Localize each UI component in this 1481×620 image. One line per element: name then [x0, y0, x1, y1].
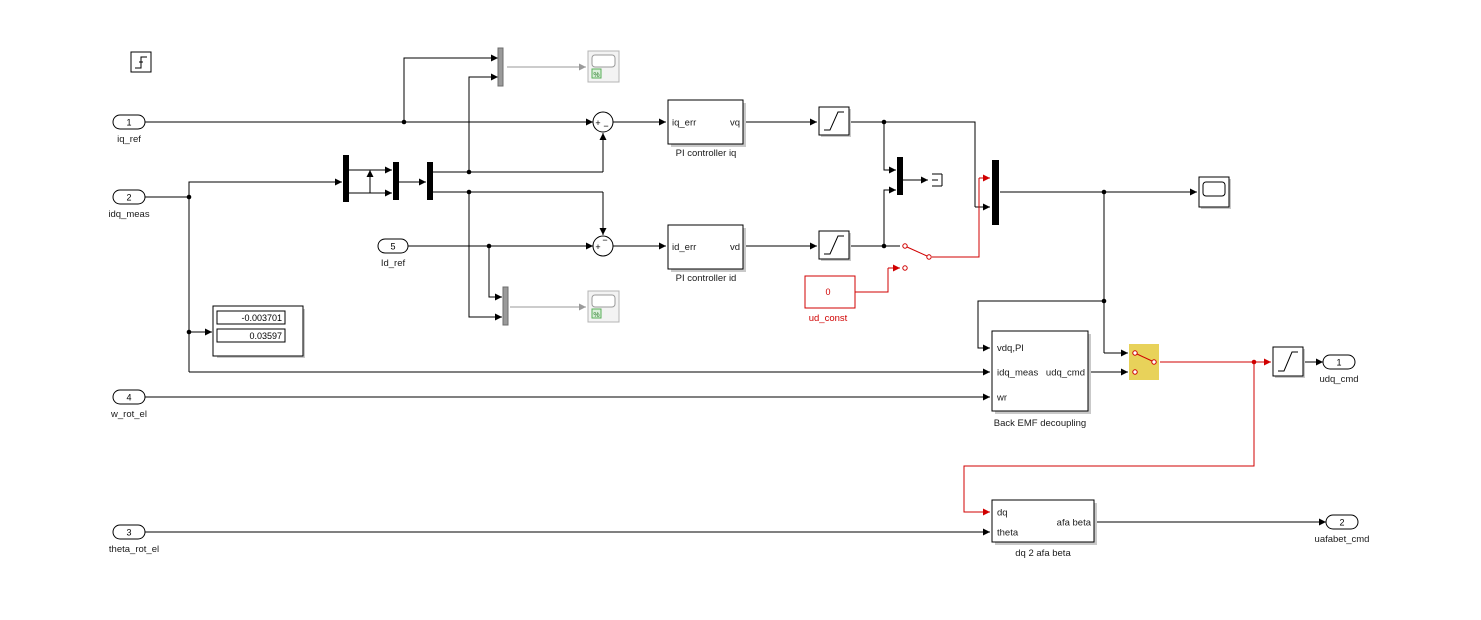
port-label-in-1: dq: [997, 508, 1008, 519]
demux-idq[interactable]: [343, 155, 349, 202]
inactive-signal-lines: [507, 63, 586, 311]
mux-vdq-main[interactable]: [992, 160, 999, 225]
sum-sign-plus: +: [595, 242, 600, 252]
port-label-in: id_err: [672, 242, 696, 253]
manual-switch-vd[interactable]: [902, 243, 932, 271]
port-label-in: iq_err: [672, 118, 696, 129]
mux-iq-scope[interactable]: [497, 47, 504, 87]
mux-vdq[interactable]: [897, 157, 903, 195]
display-value-2: 0.03597: [249, 331, 282, 341]
display-value-1: -0.003701: [241, 313, 282, 323]
saturation-id[interactable]: [818, 230, 851, 261]
inport-label: idq_meas: [108, 209, 149, 220]
constant-value: 0: [825, 287, 830, 297]
inport-label: iq_ref: [117, 134, 141, 145]
scope-vdq[interactable]: [1198, 176, 1231, 209]
block-label: dq 2 afa beta: [1015, 548, 1071, 559]
svg-text:%: %: [593, 312, 599, 319]
inport-iq-ref[interactable]: 1 iq_ref: [112, 114, 146, 145]
junction-dots: [186, 119, 1257, 365]
step-source-block[interactable]: [130, 51, 152, 73]
constant-label: ud_const: [809, 313, 848, 324]
block-label: PI controller id: [676, 273, 737, 284]
inport-number: 1: [126, 118, 131, 128]
port-label-in-2: theta: [997, 528, 1019, 539]
saturation-udq[interactable]: [1272, 346, 1305, 378]
terminator-block[interactable]: [932, 173, 943, 187]
outport-uafabet-cmd[interactable]: 2 uafabet_cmd: [1315, 514, 1370, 545]
dq-to-alpha-beta-block[interactable]: dq theta afa beta dq 2 afa beta: [991, 499, 1097, 559]
port-label-out: vd: [730, 242, 740, 253]
inport-theta-rot-el[interactable]: 3 theta_rot_el: [109, 524, 159, 555]
svg-text:%: %: [593, 72, 599, 79]
constant-ud-const[interactable]: 0 ud_const: [804, 275, 856, 324]
sum-iq[interactable]: + −: [592, 111, 614, 133]
port-label-in-1: vdq,PI: [997, 343, 1024, 354]
port-label-in-3: wr: [996, 393, 1007, 404]
pi-controller-id-block[interactable]: id_err vd PI controller id: [667, 224, 746, 284]
inport-number: 2: [126, 193, 131, 203]
inport-label: Id_ref: [381, 258, 406, 269]
outport-label: udq_cmd: [1319, 374, 1358, 385]
inport-label: w_rot_el: [110, 409, 147, 420]
mux-bars: [343, 47, 999, 326]
scope-iq[interactable]: %: [587, 50, 620, 83]
inport-label: theta_rot_el: [109, 544, 159, 555]
highlighted-signal-lines: [855, 174, 1271, 516]
outport-udq-cmd[interactable]: 1 udq_cmd: [1319, 354, 1359, 385]
outport-number: 2: [1339, 518, 1344, 528]
pi-controller-iq-block[interactable]: iq_err vq PI controller iq: [667, 99, 746, 159]
signal-lines: [145, 54, 1326, 536]
sum-id[interactable]: + −: [592, 235, 614, 257]
outport-label: uafabet_cmd: [1315, 534, 1370, 545]
port-label-out: afa beta: [1057, 518, 1092, 529]
back-emf-decoupling-block[interactable]: vdq,PI idq_meas wr udq_cmd Back EMF deco…: [991, 330, 1091, 429]
inport-id-ref[interactable]: 5 Id_ref: [377, 238, 409, 269]
sum-sign-minus: −: [603, 121, 608, 131]
inport-number: 5: [390, 242, 395, 252]
port-label-out: udq_cmd: [1046, 368, 1085, 379]
mux-idq-a[interactable]: [393, 162, 399, 200]
demux-idq-b[interactable]: [427, 162, 433, 200]
port-label-out: vq: [730, 118, 740, 129]
outport-number: 1: [1336, 358, 1341, 368]
sum-sign-minus: −: [602, 235, 607, 245]
sum-sign-plus: +: [595, 118, 600, 128]
inport-idq-meas[interactable]: 2 idq_meas: [108, 189, 150, 220]
inport-w-rot-el[interactable]: 4 w_rot_el: [110, 389, 147, 420]
scope-id[interactable]: %: [587, 290, 620, 323]
display-block[interactable]: -0.003701 0.03597: [212, 305, 305, 358]
port-label-in-2: idq_meas: [997, 368, 1038, 379]
manual-switch-output[interactable]: [1129, 344, 1159, 380]
block-label: PI controller iq: [676, 148, 737, 159]
inport-number: 4: [126, 393, 131, 403]
block-label: Back EMF decoupling: [994, 418, 1086, 429]
mux-id-scope[interactable]: [502, 286, 509, 326]
saturation-iq[interactable]: [818, 106, 851, 137]
inport-number: 3: [126, 528, 131, 538]
